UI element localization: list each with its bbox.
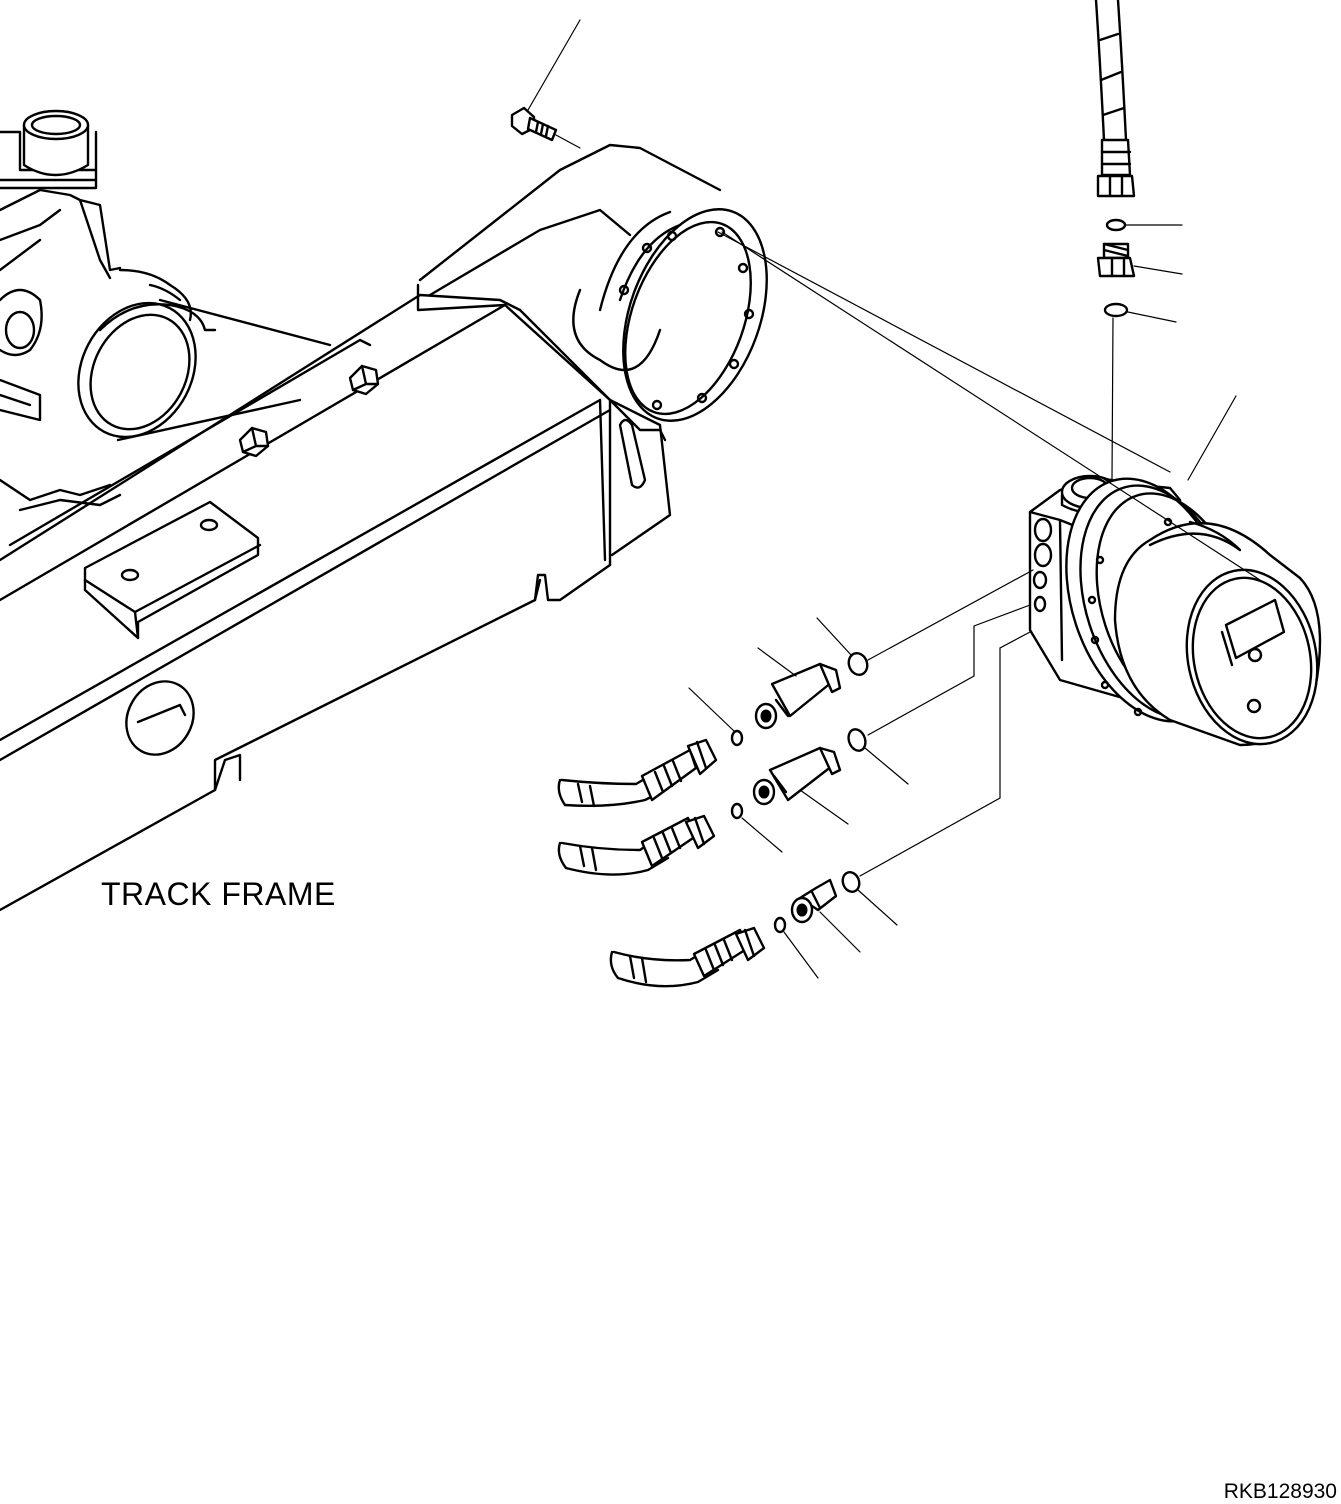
- track-frame-beam: [0, 293, 612, 912]
- frame-crossmember-cylinder: [0, 188, 332, 512]
- port-o-ring-3-leader: [857, 889, 898, 926]
- small-o-ring-3: [773, 916, 787, 934]
- small-o-ring-2: [730, 802, 744, 820]
- top-adapter-fitting: [1096, 242, 1136, 278]
- adapter-fitting-1: [754, 662, 842, 730]
- travel-motor-assembly: [1028, 474, 1322, 747]
- port-o-ring-2-leader: [864, 747, 909, 785]
- port-3-alignment-line: [859, 631, 1031, 877]
- motor-leader-line: [1187, 395, 1237, 481]
- small-o-ring-1: [730, 729, 744, 747]
- port-1-alignment-line: [867, 569, 1034, 661]
- drawing-number: RKB128930: [1223, 1480, 1337, 1503]
- motor-bolt-alignment-line: [721, 231, 1261, 581]
- top-fitting-alignment-line: [1111, 317, 1114, 481]
- track-frame-label: TRACK FRAME: [101, 876, 336, 912]
- top-o-ring-large: [1103, 302, 1129, 318]
- drain-hose-top: [1094, 0, 1136, 198]
- idler-cylinder-block: [0, 109, 98, 190]
- port-o-ring-1: [847, 652, 869, 676]
- bolt-leader-line: [527, 19, 581, 111]
- bolt-alignment-line: [555, 134, 581, 149]
- small-o-ring-2-leader: [741, 817, 783, 853]
- top-o-ring-large-leader: [1127, 311, 1177, 323]
- track-frame: [0, 109, 768, 912]
- adapter-fitting-2-leader: [799, 789, 849, 825]
- hydraulic-hose-3: [609, 926, 766, 988]
- small-o-ring-1-leader: [688, 687, 735, 732]
- elbow-fitting: [790, 878, 838, 924]
- port-o-ring-1-leader: [816, 617, 853, 657]
- top-adapter-leader: [1133, 265, 1183, 275]
- top-o-ring-small: [1105, 218, 1127, 232]
- adapter-fitting-1-leader: [757, 647, 797, 677]
- adapter-fitting-2: [752, 746, 842, 806]
- beam-hex-nuts: [238, 364, 380, 458]
- small-o-ring-3-leader: [783, 931, 819, 979]
- port-o-ring-3: [841, 871, 861, 893]
- port-o-ring-2: [847, 728, 867, 752]
- port-2-alignment-line: [867, 604, 1031, 736]
- elbow-fitting-leader: [819, 911, 861, 953]
- frame-guard-bracket: [83, 500, 262, 640]
- mounting-bolt: [510, 106, 558, 142]
- frame-oval-hole: [125, 680, 195, 756]
- travel-motor-mount-flange: [416, 143, 768, 557]
- motor-flange-alignment-line: [717, 231, 1171, 473]
- hydraulic-hose-2: [557, 814, 716, 876]
- hydraulic-hose-1: [557, 738, 718, 808]
